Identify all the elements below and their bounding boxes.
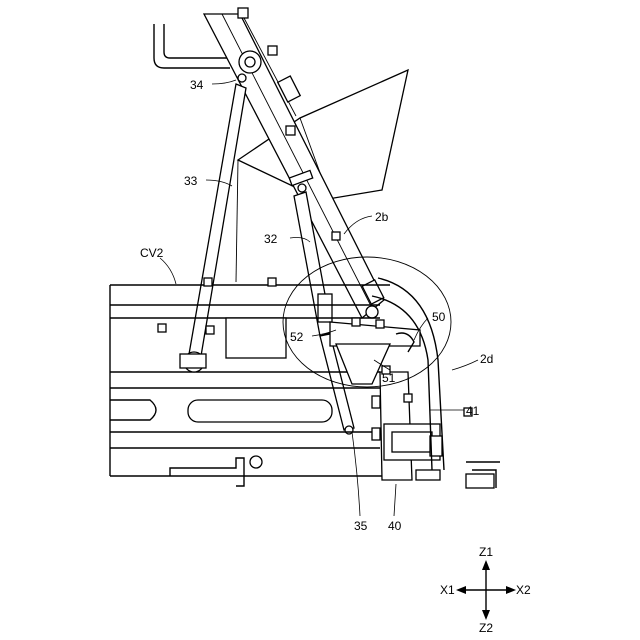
axis-z1: Z1	[479, 545, 493, 559]
label-cv2: CV2	[140, 246, 164, 260]
arrow-up-icon	[482, 560, 490, 570]
label-33: 33	[184, 174, 198, 188]
label-41: 41	[466, 404, 480, 418]
axis-z2: Z2	[479, 621, 493, 635]
label-50: 50	[432, 310, 446, 324]
label-2b: 2b	[375, 210, 389, 224]
direction-axes: Z1 Z2 X1 X2	[440, 545, 531, 635]
axis-x1: X1	[440, 583, 455, 597]
label-32: 32	[264, 232, 278, 246]
label-40: 40	[388, 519, 402, 533]
label-2d: 2d	[480, 352, 493, 366]
arrow-left-icon	[456, 586, 466, 594]
label-51: 51	[382, 371, 396, 385]
axis-x2: X2	[516, 583, 531, 597]
label-52: 52	[290, 330, 304, 344]
label-34: 34	[190, 78, 204, 92]
label-35: 35	[354, 519, 368, 533]
bracket-40	[372, 372, 500, 488]
arrow-right-icon	[506, 586, 516, 594]
arrow-down-icon	[482, 610, 490, 620]
